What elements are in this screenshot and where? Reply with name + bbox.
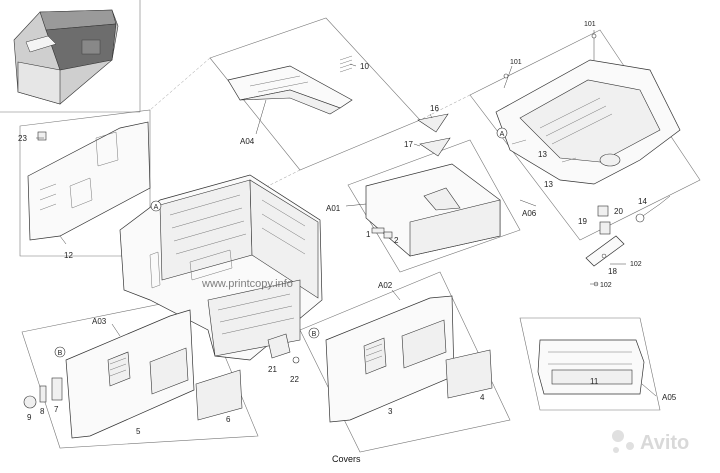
callout-21: 21	[268, 365, 277, 374]
callout-1: 1	[366, 230, 371, 239]
assembly-label-a06: A06	[522, 209, 537, 218]
callout-numbers: 1 2 3 4 5 6 7 8 9 10 11 12 13 13 14 16 1…	[18, 21, 647, 436]
callout-3: 3	[388, 407, 393, 416]
assembly-a04-tray	[227, 65, 353, 115]
assembly-label-a02: A02	[378, 281, 393, 290]
callout-23: 23	[18, 134, 27, 143]
callout-19: 19	[578, 217, 587, 226]
watermark-text: www.printcopy.info	[201, 278, 293, 290]
circle-mark-a-mid-label: A	[154, 204, 159, 211]
callout-10: 10	[360, 62, 369, 71]
circle-mark-a-top	[496, 127, 508, 139]
callout-9: 9	[27, 413, 32, 422]
circle-mark-b-mid-label: B	[312, 331, 317, 338]
circle-marks: A A B B	[54, 127, 508, 358]
assembly-label-a05: A05	[662, 393, 677, 402]
leader-lines	[36, 63, 657, 397]
callout-11: 11	[590, 377, 599, 386]
callout-101b: 101	[510, 59, 522, 66]
circle-mark-b-left	[54, 346, 66, 358]
callout-7: 7	[54, 405, 59, 414]
assembly-a05-rear-part	[537, 339, 645, 395]
callout-17: 17	[404, 140, 413, 149]
callout-4: 4	[480, 393, 485, 402]
assembly-label-a01: A01	[326, 204, 341, 213]
avito-logo: Avito	[612, 430, 689, 454]
callout-13a: 13	[538, 150, 547, 159]
assembly-label-a04: A04	[240, 137, 255, 146]
assembly-a01-tray	[365, 163, 501, 257]
printer-thumbnail	[0, 0, 141, 113]
circle-mark-b-mid	[308, 327, 320, 339]
assembly-a03-front-cover	[23, 309, 243, 439]
parts-14-18-19-20	[585, 195, 671, 287]
callout-18: 18	[608, 267, 617, 276]
callout-102b: 102	[600, 282, 612, 289]
callout-20: 20	[614, 207, 623, 216]
callout-22: 22	[290, 375, 299, 384]
callout-5: 5	[136, 427, 141, 436]
circle-mark-b-left-label: B	[58, 350, 63, 357]
parts-21-22	[267, 333, 300, 364]
callout-13b: 13	[544, 180, 553, 189]
callout-14: 14	[638, 197, 647, 206]
callout-6: 6	[226, 415, 231, 424]
callout-8: 8	[40, 407, 45, 416]
callout-2: 2	[394, 236, 399, 245]
callout-12: 12	[64, 251, 73, 260]
assembly-a06-top-cover	[495, 59, 681, 185]
part-23-clip	[37, 131, 47, 141]
part-12-left-cover	[27, 121, 151, 241]
main-chassis	[119, 174, 323, 361]
assembly-a02-side-cover	[325, 295, 493, 423]
diagram-caption: Covers	[332, 454, 361, 464]
callout-16: 16	[430, 104, 439, 113]
callout-102a: 102	[630, 261, 642, 268]
assembly-label-a03: A03	[92, 317, 107, 326]
circle-mark-a-top-label: A	[500, 131, 505, 138]
part-10-springs	[339, 55, 353, 73]
parts-16-17-triangles	[417, 113, 451, 157]
avito-logo-text: Avito	[640, 432, 689, 454]
circle-mark-a-mid	[150, 200, 162, 212]
callout-101a: 101	[584, 21, 596, 28]
parts-101-screws	[503, 30, 597, 89]
assembly-labels: A01 A02 A03 A04 A05 A06	[92, 137, 677, 402]
